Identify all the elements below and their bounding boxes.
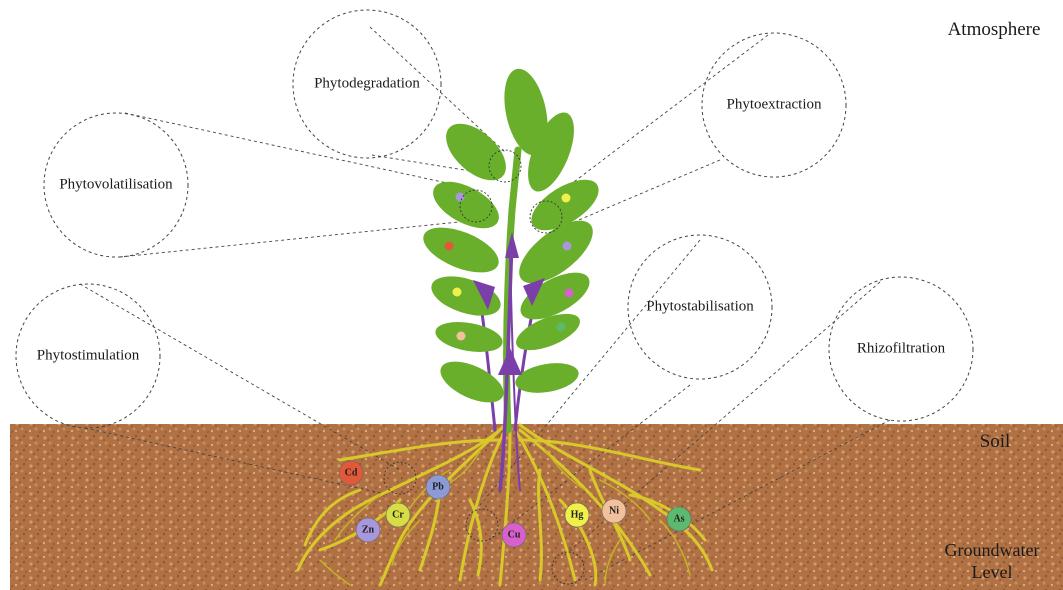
phytovolatilisation-label: Phytovolatilisation [59, 177, 172, 194]
rhizofiltration-label: Rhizofiltration [857, 341, 945, 358]
metal-label-cd: Cd [345, 468, 358, 479]
metal-label-cu: Cu [508, 530, 521, 541]
soil-layer [10, 424, 1063, 590]
metal-label-hg: Hg [571, 510, 584, 521]
groundwater-level-label: Groundwater Level [945, 539, 1040, 583]
atmosphere-label: Atmosphere [948, 19, 1041, 41]
groundwater-label-line1: Groundwater [945, 539, 1040, 561]
phytostabilisation-label: Phytostabilisation [646, 299, 754, 316]
metal-label-zn: Zn [362, 525, 374, 536]
metal-label-pb: Pb [432, 482, 444, 493]
soil-label: Soil [980, 431, 1011, 453]
metal-label-ni: Ni [609, 506, 619, 517]
phytostimulation-label: Phytostimulation [37, 348, 140, 365]
phytoextraction-label: Phytoextraction [727, 97, 822, 114]
metal-label-cr: Cr [392, 510, 404, 521]
phytodegradation-label: Phytodegradation [314, 76, 420, 93]
groundwater-label-line2: Level [945, 561, 1040, 583]
metal-label-as: As [673, 514, 684, 525]
